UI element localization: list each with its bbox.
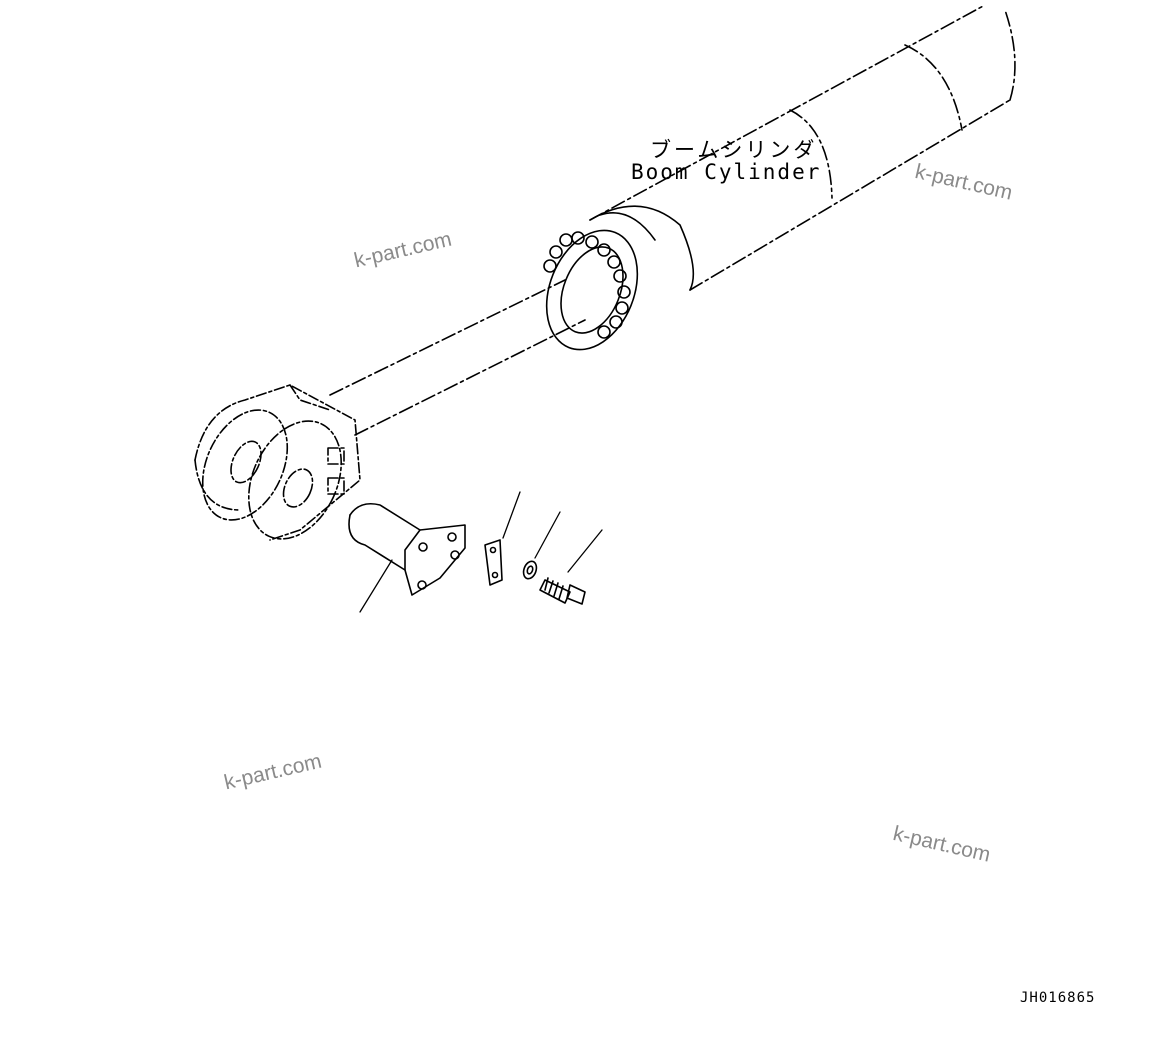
drawing-code: JH016865	[1020, 990, 1096, 1006]
cylinder-gland	[543, 205, 695, 351]
lock-plate	[484, 539, 503, 586]
rod-end-clevis	[194, 384, 361, 541]
washer	[522, 560, 538, 580]
piston-rod	[329, 279, 586, 436]
cylinder-tube	[589, 4, 1016, 291]
leader-lines	[359, 491, 603, 613]
part-name-japanese: ブームシリンダ	[650, 138, 818, 162]
part-name-english: Boom Cylinder	[631, 160, 822, 184]
pin	[348, 502, 466, 596]
gland-bolt-ring	[543, 231, 631, 339]
bolt	[539, 577, 586, 605]
